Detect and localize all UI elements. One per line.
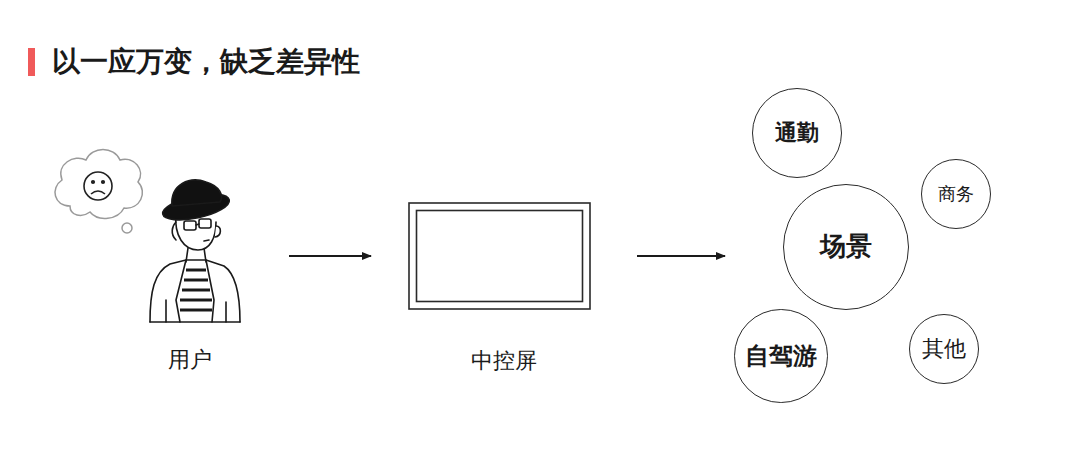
scene-circle: 通勤 [752, 88, 842, 178]
screen-outline [408, 202, 591, 310]
node-label: 用户 [126, 347, 254, 373]
scene-circle: 场景 [783, 184, 909, 310]
user-node: 用户 [126, 150, 254, 373]
screen-node: 中控屏 [408, 202, 599, 374]
sad-face [84, 172, 112, 200]
node-label: 场景 [820, 231, 872, 262]
title: 以一应万变，缺乏差异性 [52, 44, 360, 80]
shirt-stripes [180, 270, 212, 310]
node-label: 中控屏 [408, 348, 599, 374]
node-label: 自驾游 [745, 342, 817, 371]
title-bar [28, 48, 35, 76]
scene-circle: 商务 [921, 159, 991, 229]
thought-bubble [55, 150, 142, 234]
scene-circle: 其他 [909, 314, 979, 384]
flow-arrow [289, 255, 371, 257]
user-figure [150, 180, 240, 322]
node-label: 其他 [922, 336, 966, 362]
flow-arrow [637, 255, 725, 257]
node-label: 商务 [938, 183, 974, 205]
scene-circle: 自驾游 [734, 309, 828, 403]
node-label: 通勤 [775, 120, 819, 146]
